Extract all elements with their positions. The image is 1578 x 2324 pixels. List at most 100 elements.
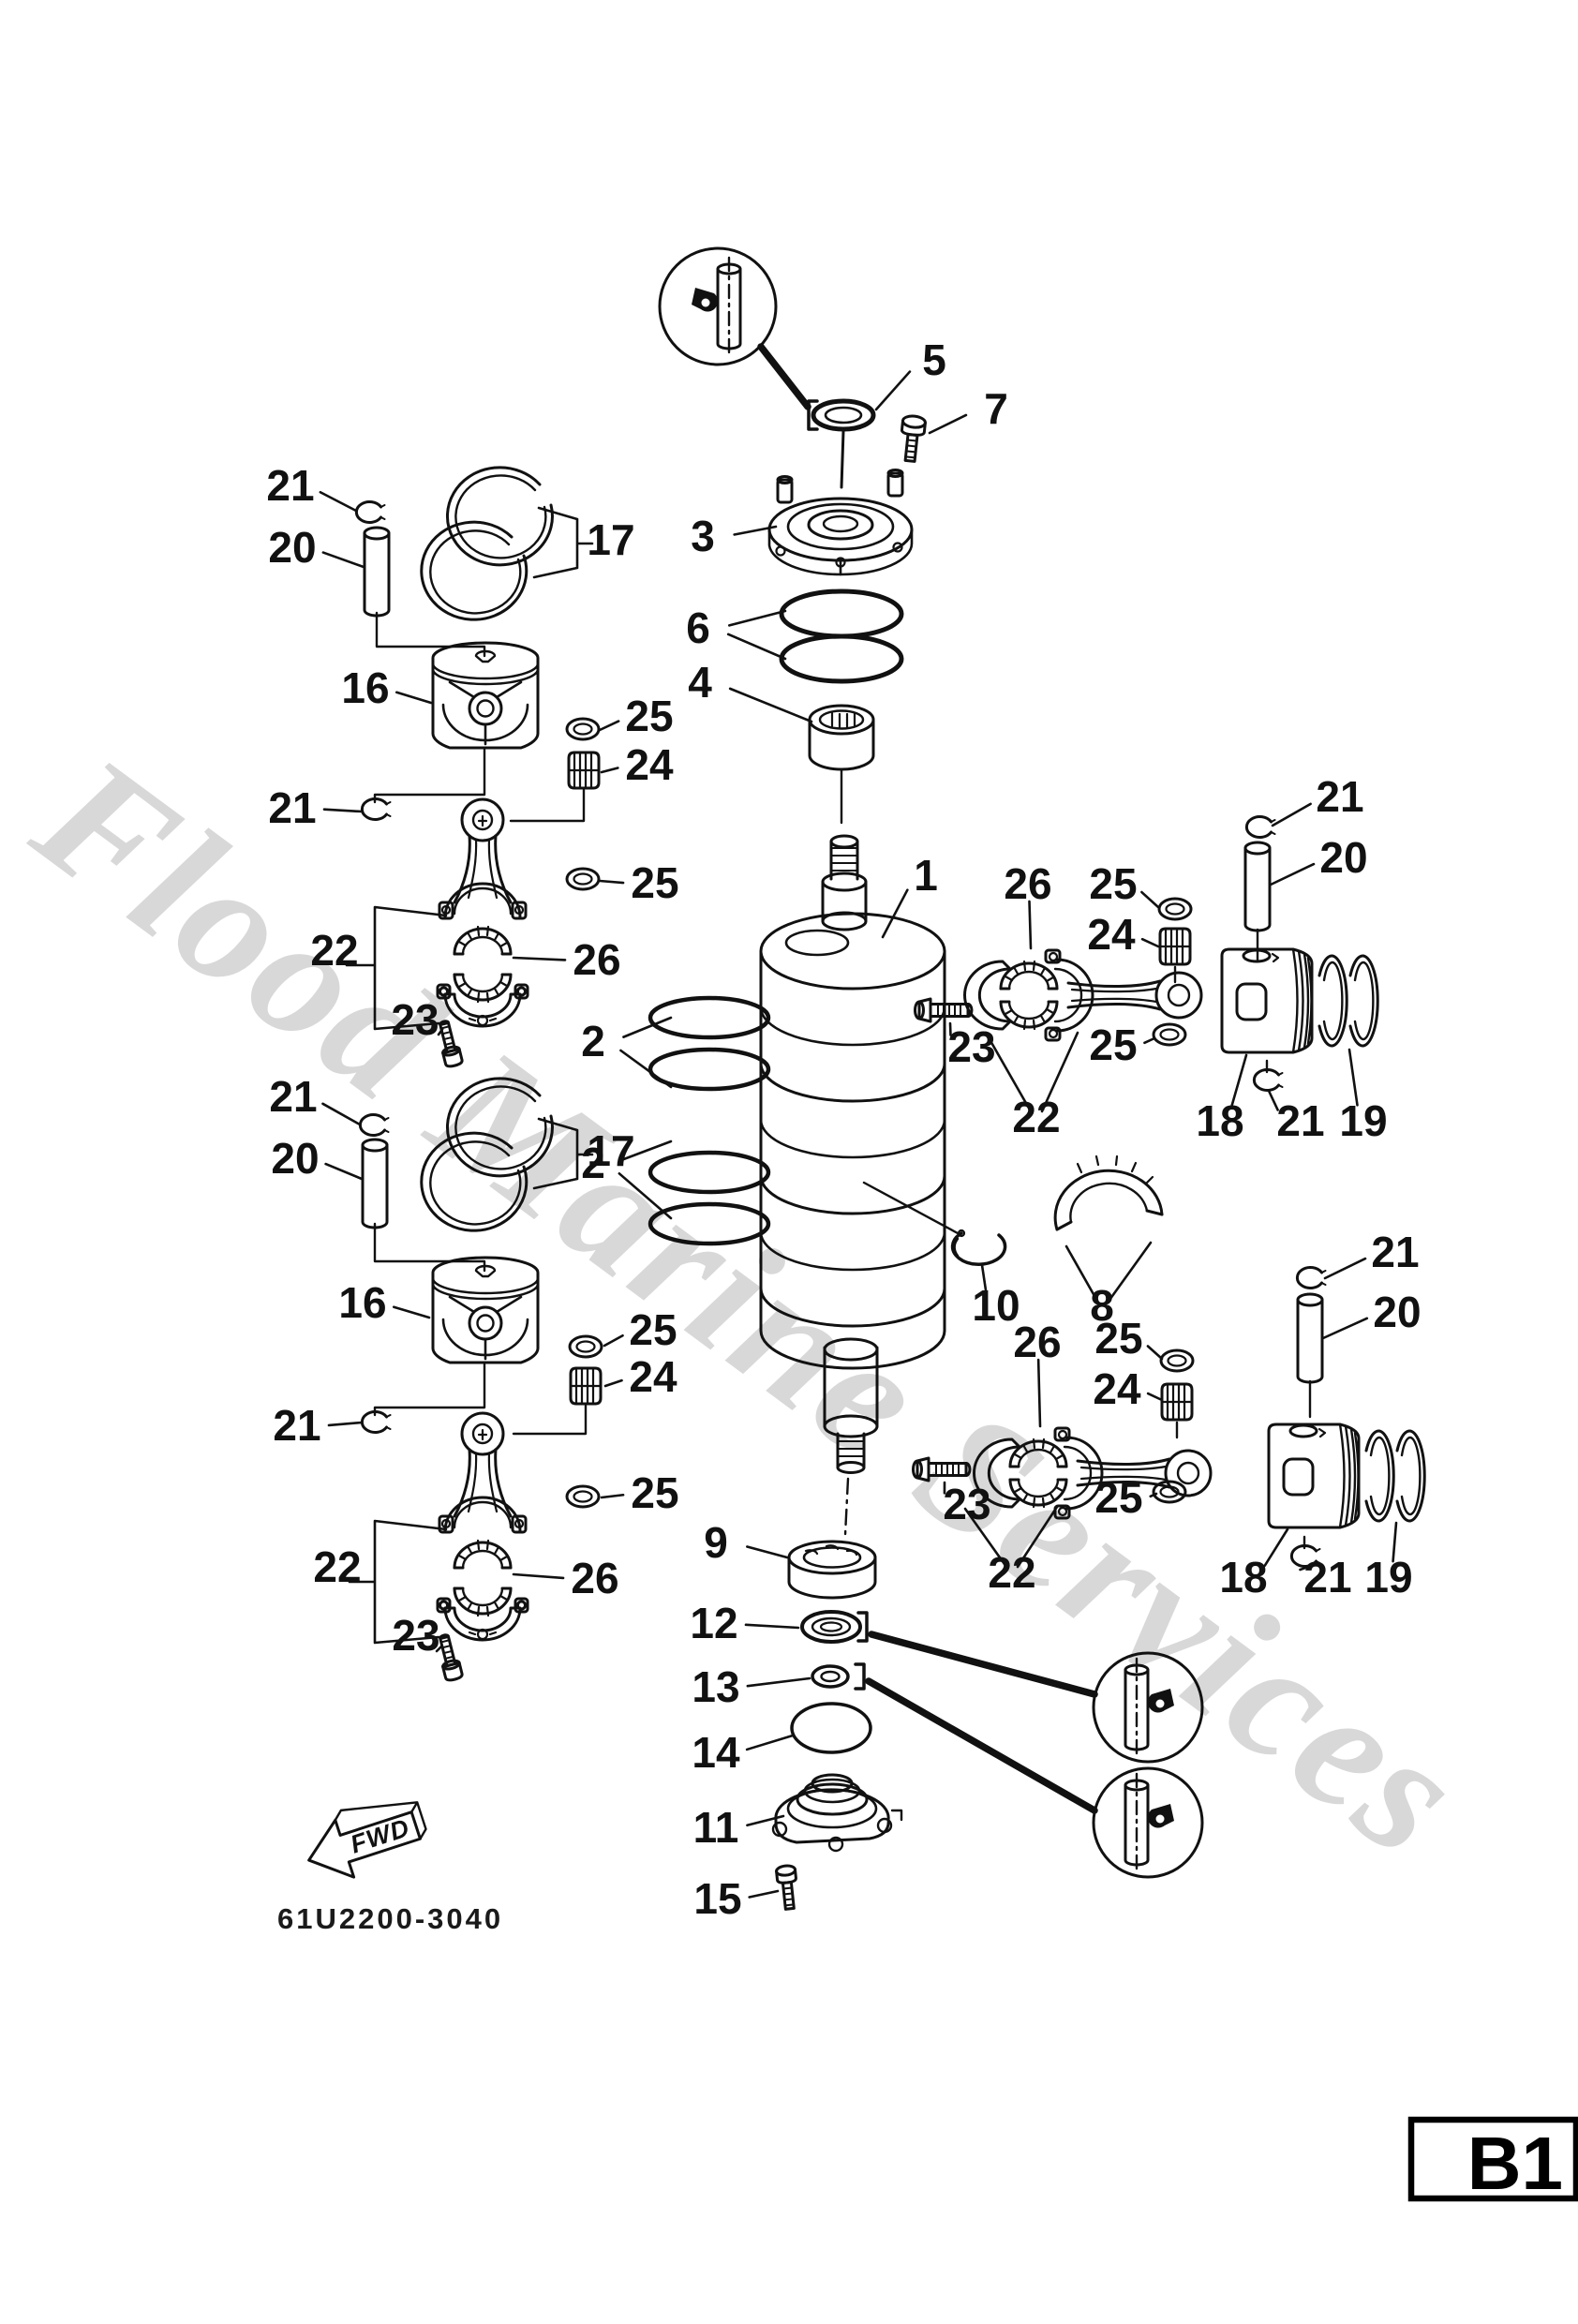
callout-2: 2 [581,1017,605,1065]
callout-10: 10 [972,1281,1020,1330]
callout-leader-26 [1036,1358,1042,1428]
callout-25: 25 [1094,1314,1142,1363]
callout-leader-20 [1321,1317,1369,1340]
callout-leader-25 [603,1333,624,1348]
bearing-9 [787,1540,877,1600]
callout-leader-10 [980,1263,988,1292]
callout-21: 21 [266,461,314,510]
housing-11 [771,1773,903,1853]
callout-20: 20 [268,523,316,572]
callout-19: 19 [1339,1096,1387,1145]
callout-leader-5 [874,370,912,411]
callout-17: 17 [587,515,634,564]
callout-leader-20 [1269,862,1316,886]
callout-leader-14 [745,1734,795,1751]
callout-23: 23 [391,995,439,1044]
callout-leader-21 [1271,802,1312,827]
callout-22: 22 [313,1542,361,1591]
callout-24: 24 [625,740,674,789]
drawing-layer: FWD [307,246,1426,1911]
callout-26: 26 [573,935,620,984]
callout-26: 26 [1004,859,1051,908]
callout-20: 20 [1319,833,1367,882]
callout-21: 21 [1276,1096,1324,1145]
detail-circle-bottom-2 [865,1677,1204,1879]
callout-25: 25 [629,1305,677,1354]
callout-14: 14 [692,1728,740,1777]
callout-16: 16 [338,1278,386,1327]
circlip-10 [862,1181,1007,1266]
callout-leader-9 [746,1545,789,1559]
callout-7: 7 [984,384,1008,433]
callout-21: 21 [1371,1228,1419,1276]
callout-25: 25 [625,692,673,740]
callout-leader-21 [321,1102,362,1126]
callout-leader-21 [1267,1089,1279,1111]
callout-leader-21 [1299,1565,1310,1572]
callout-23: 23 [943,1480,990,1528]
callout-4: 4 [688,658,712,707]
watermark-text: Flood Marine Services [3,719,1497,1895]
callout-leader-16 [392,1305,431,1319]
needle-bearing-4 [808,704,875,825]
callout-leader-26 [1028,900,1033,950]
retainer-housing-3 [767,469,914,576]
page-ref-box: B1 [1407,2116,1578,2205]
callout-21: 21 [273,1401,320,1450]
callout-26: 26 [571,1554,618,1602]
callout-leader-18 [1230,1053,1248,1108]
callout-leader-25 [598,879,625,885]
callout-leader-19 [1347,1048,1359,1107]
callout-leader-25 [1146,1345,1164,1361]
page-ref: B1 [1467,2122,1563,2205]
callout-leader-2 [619,1049,673,1089]
callout-leader-16 [394,691,433,705]
callout-leader-25 [600,1493,625,1499]
callout-leader-20 [321,551,365,569]
callout-20: 20 [271,1134,319,1183]
callout-leader-2 [618,1172,673,1220]
callout-leader-23 [437,1027,444,1036]
callout-20: 20 [1373,1288,1421,1336]
callout-leader-1 [881,888,909,939]
callout-12: 12 [690,1599,737,1647]
callout-25: 25 [631,858,678,907]
bearing-13 [811,1662,866,1691]
oring-14 [790,1702,872,1754]
cage-half-8 [1053,1155,1164,1304]
callout-15: 15 [693,1874,741,1923]
callout-leader-13 [746,1676,811,1688]
callout-22: 22 [310,926,358,975]
callout-2: 2 [581,1139,605,1187]
callout-25: 25 [1089,1020,1137,1069]
callout-leader-25 [1143,1036,1156,1045]
callout-18: 18 [1219,1553,1267,1601]
callout-26: 26 [1013,1318,1061,1366]
callout-16: 16 [341,663,389,712]
callout-25: 25 [1089,859,1137,908]
detail-circle-top [658,246,811,410]
rod-group-bottom-left [348,1411,601,1683]
callout-leader-24 [1146,1392,1164,1402]
callout-leader-25 [598,720,620,732]
callout-23: 23 [947,1022,995,1071]
callout-leader-7 [928,413,968,435]
rod-group-top-left [345,797,601,1069]
crank-rings-2 [648,995,771,1246]
orings-6 [779,588,904,684]
callout-25: 25 [631,1468,678,1517]
callout-leader-11 [746,1814,785,1827]
callout-leader-21 [322,808,364,813]
oil-seal-5 [807,398,876,489]
callout-leader-24 [603,1378,623,1388]
callout-21: 21 [269,1072,317,1121]
callout-leader-23 [435,1645,443,1653]
callout-leader-6 [726,633,787,661]
callout-21: 21 [1316,772,1363,821]
callout-leader-21 [327,1421,364,1427]
callout-leader-25 [1149,1492,1158,1498]
callout-leader-26 [512,956,567,961]
callout-leader-2 [622,1140,673,1161]
